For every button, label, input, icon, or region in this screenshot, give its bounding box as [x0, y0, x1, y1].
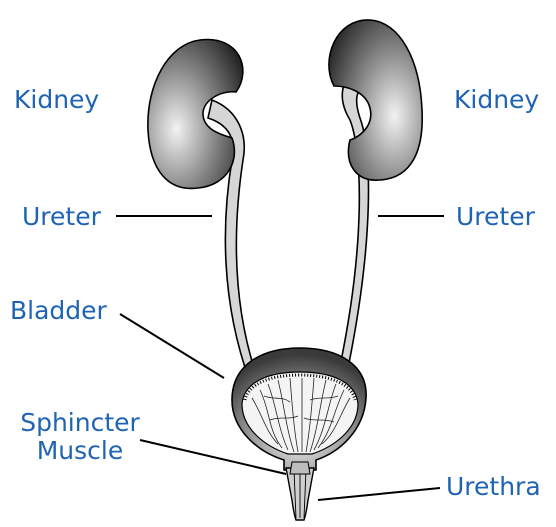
right-ureter	[340, 72, 369, 368]
bladder-leader	[120, 314, 224, 378]
urethra-shape	[286, 462, 314, 520]
sphincter-label: Sphincter Muscle	[14, 409, 146, 465]
ureter-right-label: Ureter	[456, 203, 535, 231]
ureter-left-label: Ureter	[22, 203, 101, 231]
bladder-shape	[232, 348, 366, 470]
sphincter-label-line1: Sphincter	[14, 409, 146, 437]
sphincter-label-line2: Muscle	[14, 437, 146, 465]
kidney-left-label: Kidney	[14, 86, 99, 114]
kidney-right-label: Kidney	[454, 86, 539, 114]
urethra-label: Urethra	[446, 473, 541, 501]
urethra-leader	[318, 488, 440, 500]
bladder-label: Bladder	[10, 297, 107, 325]
